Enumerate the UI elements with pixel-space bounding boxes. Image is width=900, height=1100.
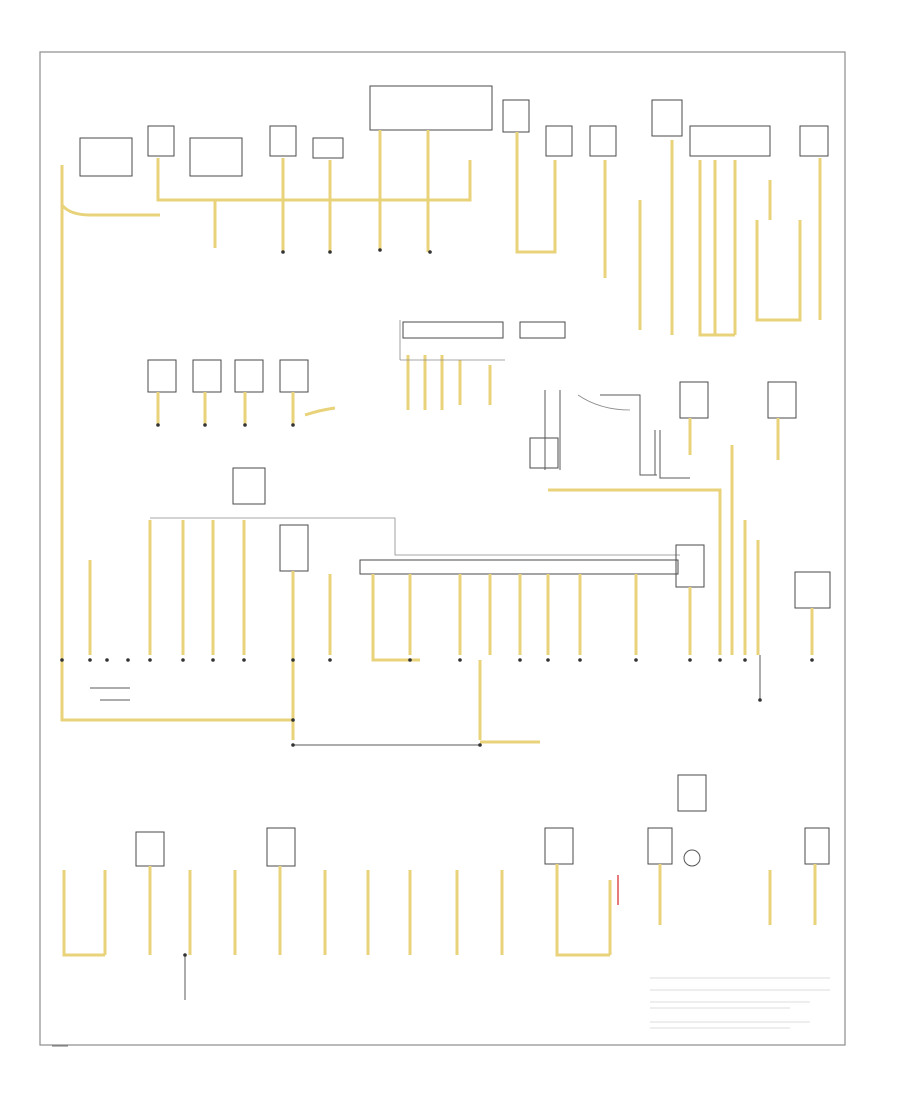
top-row-components <box>79 85 829 177</box>
component-box <box>147 125 175 157</box>
component-box <box>767 381 797 419</box>
component-box <box>545 125 573 157</box>
component-box <box>79 137 133 177</box>
component-box <box>234 359 264 393</box>
second-row-components <box>147 321 797 505</box>
component-box <box>544 827 574 865</box>
component-box <box>647 827 673 865</box>
diagram-frame <box>39 51 846 1046</box>
component-box <box>519 321 566 339</box>
component-box <box>192 359 222 393</box>
component-box <box>279 359 309 393</box>
component-box <box>312 137 344 159</box>
junction-dots <box>60 248 814 957</box>
component-box <box>369 85 493 131</box>
bottom-row <box>62 774 830 1000</box>
component-box <box>269 125 297 157</box>
component-box <box>135 831 165 867</box>
component-box <box>359 559 679 575</box>
component-box <box>502 99 530 133</box>
top-wires <box>60 130 822 660</box>
component-circle <box>683 849 701 867</box>
component-box <box>675 544 705 588</box>
component-box <box>651 99 683 137</box>
component-box <box>794 571 831 609</box>
component-box <box>679 381 709 419</box>
component-box <box>266 827 296 867</box>
component-box <box>232 467 266 505</box>
component-box <box>799 125 829 157</box>
component-box <box>279 524 309 572</box>
legend-block <box>650 977 830 1029</box>
component-box <box>804 827 830 865</box>
mid-section <box>60 517 831 746</box>
component-box <box>529 437 559 469</box>
second-row-wires <box>156 320 780 655</box>
component-box <box>677 774 707 812</box>
component-box <box>147 359 177 393</box>
component-box <box>589 125 617 157</box>
component-box <box>402 321 504 339</box>
component-box <box>689 125 771 157</box>
component-box <box>189 137 243 177</box>
